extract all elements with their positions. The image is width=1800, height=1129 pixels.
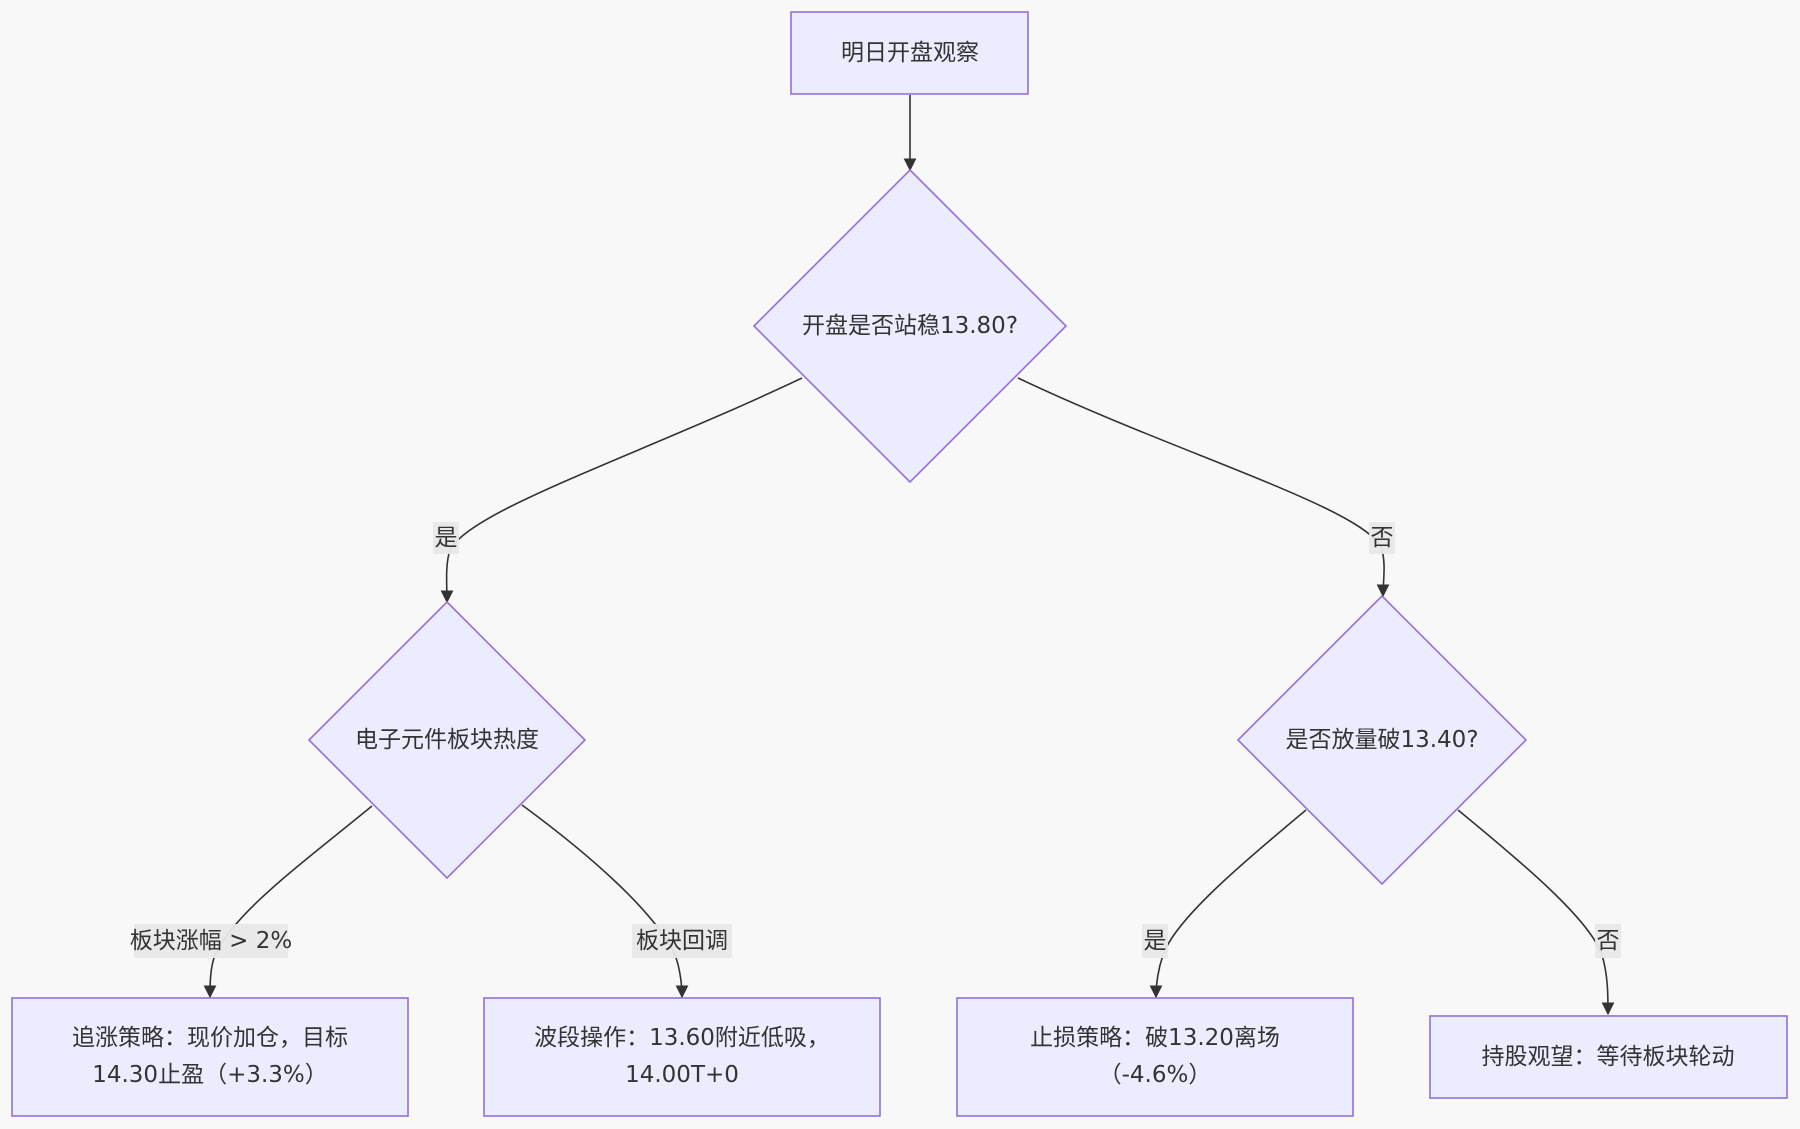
edge-q3-yes: [1149, 809, 1307, 999]
edge-label-q3-yes: 是: [1142, 924, 1168, 958]
node-label: 电子元件板块热度: [355, 727, 539, 753]
node-start: 明日开盘观察: [790, 11, 1029, 95]
edge-label-text: 板块回调: [636, 928, 728, 954]
node-label: 开盘是否站稳13.80?: [802, 313, 1018, 339]
edge-label-text: 否: [1371, 525, 1394, 551]
nodes: 明日开盘观察 开盘是否站稳13.80? 电子元件板块热度 是否放量破13.40?…: [11, 11, 1788, 1117]
edge-label-text: 是: [1144, 928, 1167, 954]
edge-label-q3-no: 否: [1595, 924, 1621, 958]
edge-label-q2-down: 板块回调: [632, 924, 732, 958]
edge-label-q1-no: 否: [1369, 522, 1395, 554]
node-q3-diamond: 是否放量破13.40?: [1236, 594, 1528, 886]
node-label: 明日开盘观察: [841, 40, 979, 66]
edge-q2-up: [203, 805, 373, 999]
edge-label-q2-up: 板块涨幅 > 2%: [130, 924, 292, 958]
node-q2-diamond: 电子元件板块热度: [307, 600, 587, 880]
edge-q2-down: [521, 804, 689, 999]
edge-label-text: 是: [435, 525, 458, 551]
edge-labels: 是 否 板块涨幅 > 2% 板块回调 是 否: [130, 522, 1621, 958]
edge-label-q1-yes: 是: [433, 522, 459, 554]
edge-label-text: 否: [1597, 928, 1620, 954]
node-label-line-1: 追涨策略：现价加仓，目标: [72, 1025, 348, 1051]
node-label: 是否放量破13.40?: [1285, 727, 1478, 753]
node-label-line-2: 14.30止盈（+3.3%）: [92, 1062, 328, 1088]
edge-q1-yes: [440, 377, 803, 604]
node-label: 持股观望：等待板块轮动: [1482, 1044, 1735, 1070]
edge-label-text: 板块涨幅 > 2%: [130, 928, 292, 954]
node-q1-diamond: 开盘是否站稳13.80?: [752, 168, 1068, 484]
edge-q3-no: [1457, 809, 1615, 1016]
node-a1: 追涨策略：现价加仓，目标 14.30止盈（+3.3%）: [11, 997, 409, 1117]
node-a3: 止损策略：破13.20离场 （-4.6%）: [956, 997, 1354, 1117]
edge-q1-no: [1017, 377, 1390, 598]
node-label-line-2: （-4.6%）: [1099, 1062, 1212, 1088]
node-label-line-1: 波段操作：13.60附近低吸，: [534, 1025, 830, 1051]
node-a2: 波段操作：13.60附近低吸， 14.00T+0: [483, 997, 881, 1117]
node-label-line-1: 止损策略：破13.20离场: [1030, 1025, 1280, 1051]
node-a4: 持股观望：等待板块轮动: [1429, 1015, 1788, 1099]
node-label-line-2: 14.00T+0: [625, 1062, 739, 1088]
